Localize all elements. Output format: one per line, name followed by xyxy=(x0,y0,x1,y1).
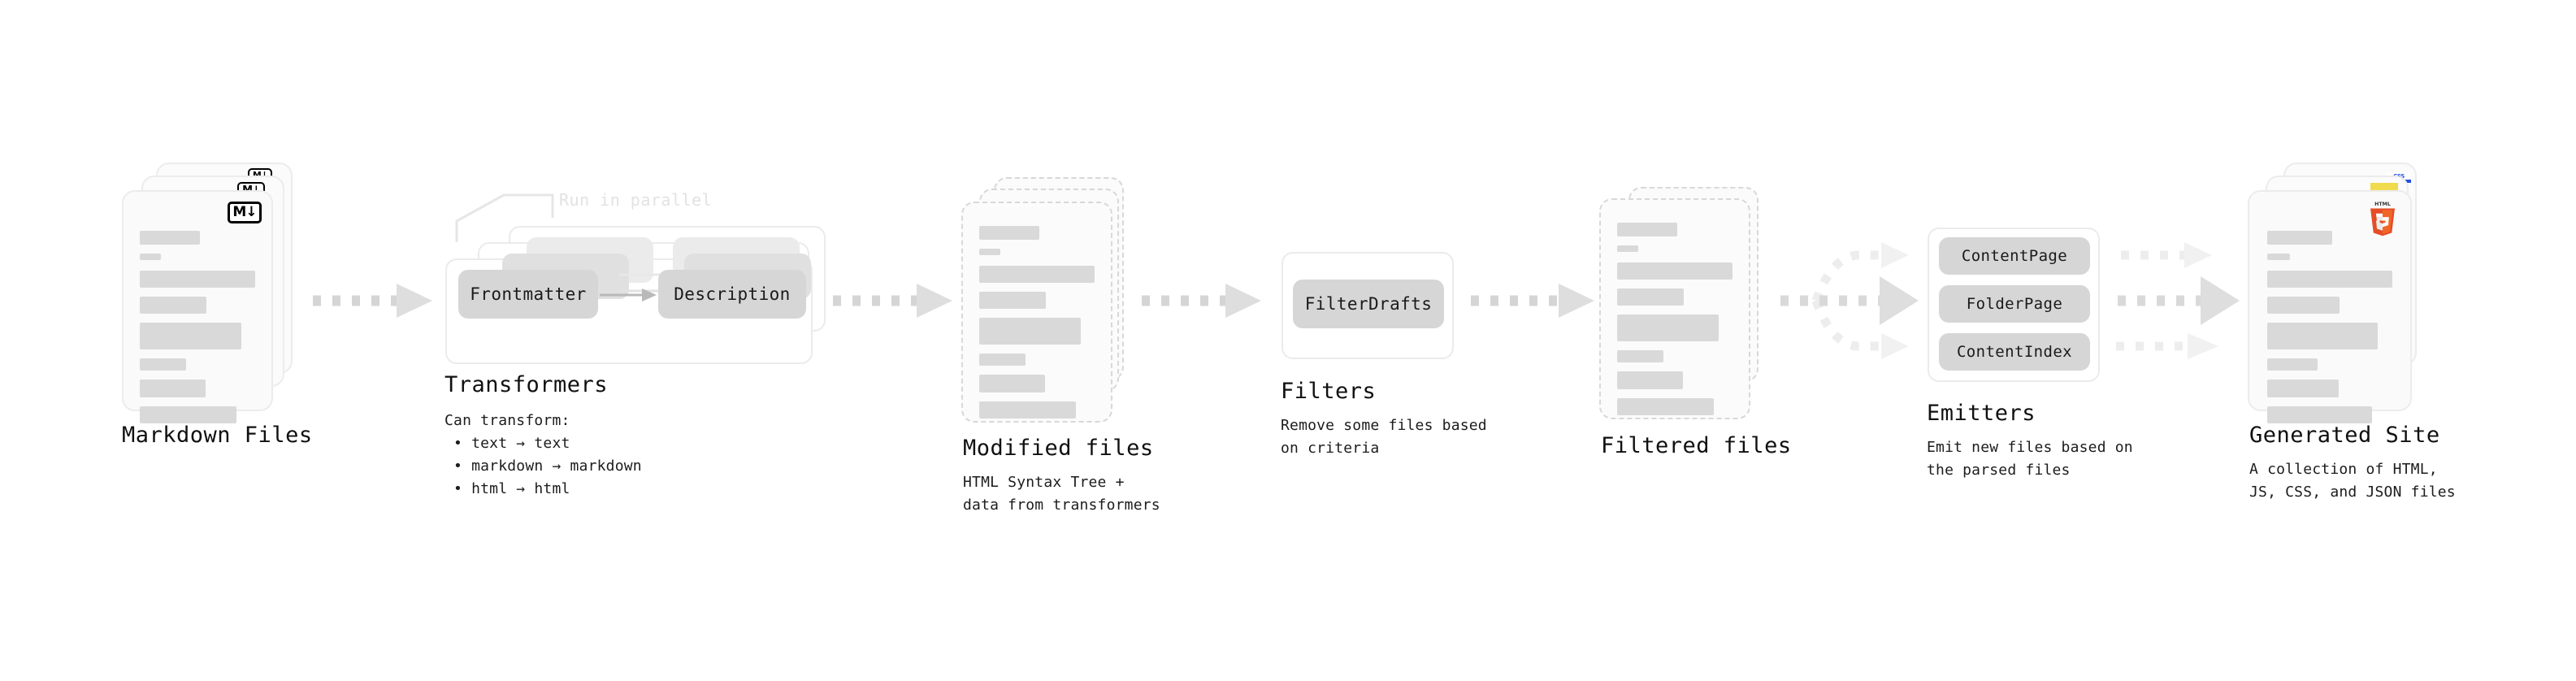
filtered-file-stack xyxy=(1599,187,1770,439)
stage-title-filtered-files: Filtered files xyxy=(1601,433,1792,458)
stage-subtitle-generated-site: A collection of HTML, JS, CSS, and JSON … xyxy=(2249,461,2456,501)
arrow-markdown-to-transformers xyxy=(313,284,432,318)
stage-title-markdown-files: Markdown Files xyxy=(122,423,313,448)
arrow-transformers-to-modified xyxy=(833,284,952,318)
stage-filtered-files: Filtered files xyxy=(1599,187,1791,458)
transformers-pill-description[interactable]: Description xyxy=(658,270,806,319)
filters-pill-filterdrafts[interactable]: FilterDrafts xyxy=(1293,280,1444,328)
markdown-badge-icon: M↓ xyxy=(228,202,262,223)
markdown-content-lines xyxy=(140,231,255,432)
arrow-modified-to-filters xyxy=(1142,284,1261,318)
arrow-filters-to-filtered xyxy=(1471,284,1594,318)
filtered-content-lines xyxy=(1617,223,1733,424)
stage-title-modified-files: Modified files xyxy=(963,436,1154,461)
stage-modified-files: Modified files HTML Syntax Tree + data f… xyxy=(961,177,1160,514)
site-sheet-front: HTML xyxy=(2248,190,2412,423)
transformers-pill-frontmatter[interactable]: Frontmatter xyxy=(458,270,598,319)
stage-subtitle-modified-files: HTML Syntax Tree + data from transformer… xyxy=(963,474,1160,514)
filtered-sheet-front xyxy=(1599,198,1750,419)
markdown-file-stack: M↓ M↓ M↓ xyxy=(122,163,301,431)
emitters-pill-folderpage[interactable]: FolderPage xyxy=(1939,285,2090,323)
generated-site-file-stack: CSS HTML xyxy=(2248,163,2443,431)
site-content-lines xyxy=(2267,231,2392,432)
arrow-emitters-to-site xyxy=(2116,242,2240,359)
stage-markdown-files: M↓ M↓ M↓ Markdown Files xyxy=(122,163,312,448)
emitters-pill-contentindex[interactable]: ContentIndex xyxy=(1939,333,2090,371)
modified-file-stack xyxy=(961,177,1140,437)
modified-sheet-front xyxy=(961,202,1112,423)
run-in-parallel-note: Run in parallel xyxy=(559,190,713,210)
emitters-pill-contentpage[interactable]: ContentPage xyxy=(1939,237,2090,275)
markdown-sheet-front: M↓ xyxy=(122,190,273,423)
arrow-filtered-to-emitters xyxy=(1780,242,1919,359)
stage-subtitle-emitters: Emit new files based on the parsed files xyxy=(1927,439,2133,479)
modified-content-lines xyxy=(979,226,1095,427)
stage-generated-site: CSS HTML xyxy=(2248,163,2456,501)
transformers-inner-arrow xyxy=(600,288,657,301)
stage-title-transformers: Transformers xyxy=(445,372,609,397)
stage-title-emitters: Emitters xyxy=(1927,401,2036,426)
parallel-bracket xyxy=(455,193,554,242)
stage-title-filters: Filters xyxy=(1281,379,1377,404)
html5-badge-icon: HTML xyxy=(2370,202,2395,236)
stage-subtitle-transformers: Can transform: • text → text • markdown … xyxy=(445,412,642,497)
stage-title-generated-site: Generated Site xyxy=(2249,423,2440,448)
stage-subtitle-filters: Remove some files based on criteria xyxy=(1281,417,1487,457)
svg-text:HTML: HTML xyxy=(2374,202,2391,207)
